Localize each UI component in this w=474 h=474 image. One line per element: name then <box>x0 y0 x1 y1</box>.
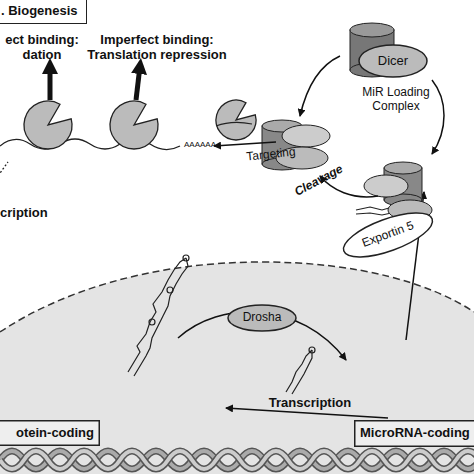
step-label: Targeting <box>235 144 306 165</box>
step-label: cription <box>0 206 70 221</box>
step-label: Cleavage <box>287 159 352 202</box>
node-text: Drosha <box>243 311 282 324</box>
outcome-arrow <box>48 66 53 100</box>
node-text: otein-coding <box>16 426 94 440</box>
risc <box>110 101 158 149</box>
outcome-label: Imperfect binding: Translation repressio… <box>80 33 234 63</box>
polya-tail: AAAAAA <box>176 140 224 149</box>
exportin-ellipse: Exportin 5 <box>337 203 439 268</box>
gene-box: otein-coding <box>0 420 100 446</box>
drosha-ellipse: Drosha <box>227 304 297 332</box>
targeting-arrow <box>214 142 276 146</box>
gene-box: MicroRNA-coding <box>354 420 474 447</box>
pri-mirna <box>128 255 189 376</box>
mirna-strand <box>216 122 252 126</box>
nuclear-envelope <box>0 262 474 332</box>
processing-arrow <box>178 312 346 360</box>
node-text: MicroRNA-coding <box>360 426 470 440</box>
risc <box>24 101 72 149</box>
figure-title: . Biogenesis <box>0 0 87 24</box>
dicer-ellipse: Dicer <box>358 44 428 78</box>
risc <box>216 100 256 140</box>
complex-label: MiR Loading Complex <box>350 86 442 114</box>
dna-helix <box>0 451 474 469</box>
pre-mirna <box>286 347 315 394</box>
loading-complex <box>262 23 444 220</box>
outcome-label: ect binding: dation <box>0 33 84 63</box>
outcome-arrow <box>136 66 140 100</box>
mrna-fragment <box>0 162 8 176</box>
node-text: Dicer <box>378 54 408 68</box>
step-label: Transcription <box>258 396 362 411</box>
